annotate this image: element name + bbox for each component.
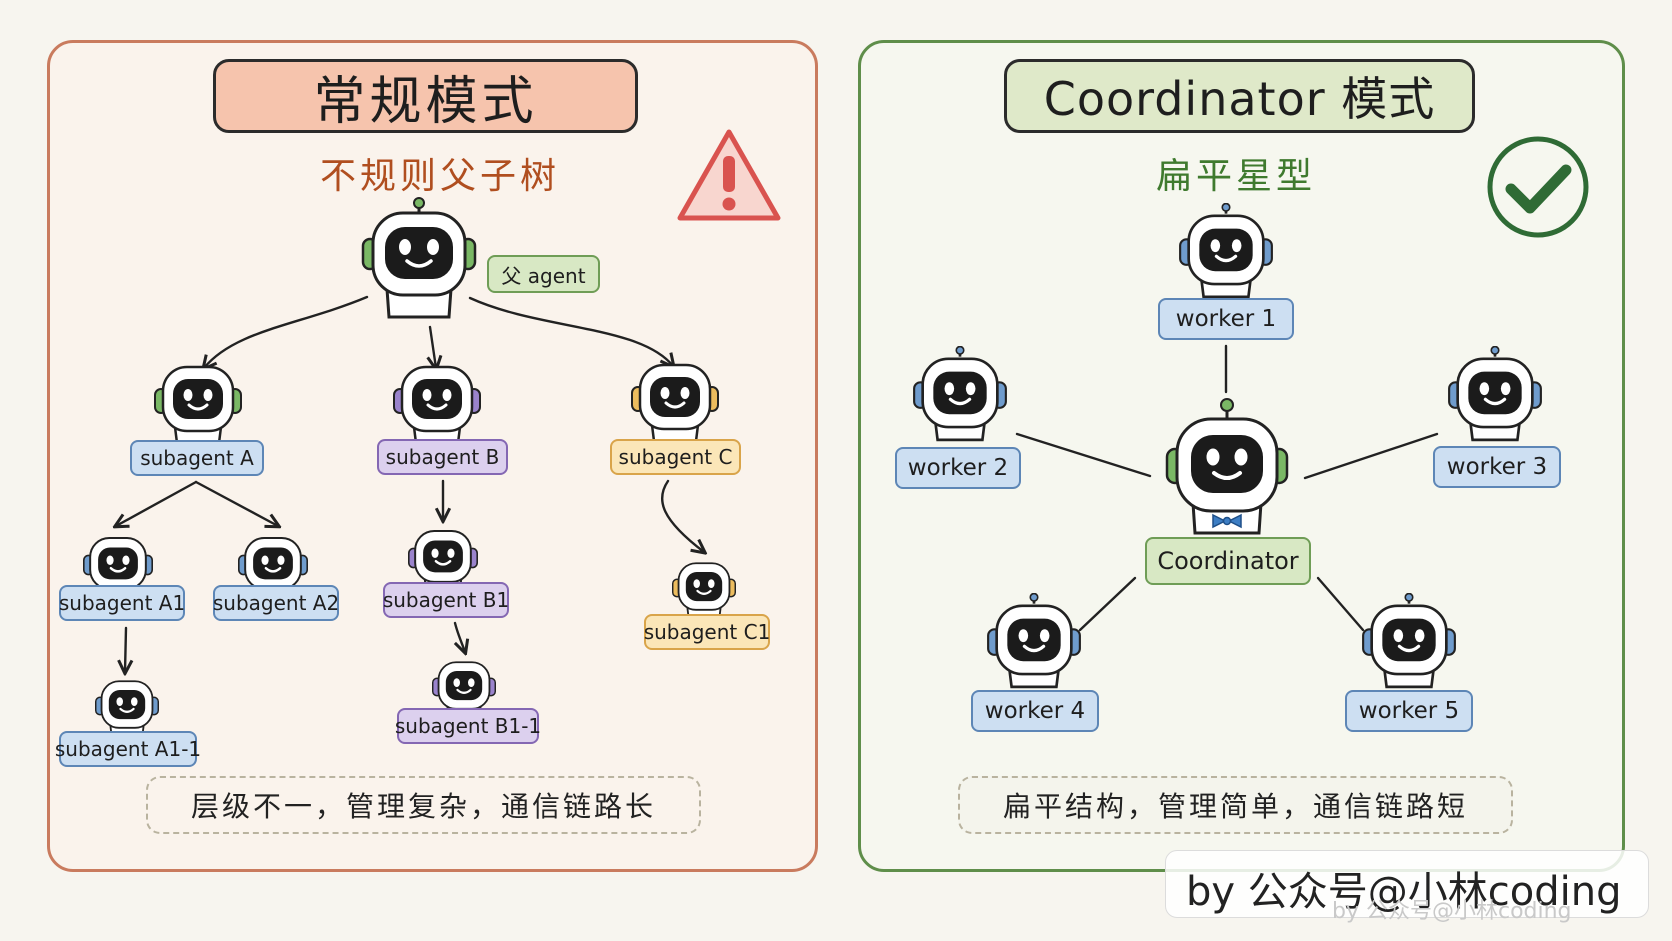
subagent-c1-label: subagent C1 xyxy=(644,614,770,650)
parent-agent-robot-icon xyxy=(361,197,477,319)
worker-5-robot-icon xyxy=(1362,593,1456,689)
coordinator-label: Coordinator xyxy=(1145,537,1311,585)
worker-1-robot-icon xyxy=(1179,203,1273,299)
subagent-a1-1-label: subagent A1-1 xyxy=(55,731,201,767)
subagent-c-robot-icon xyxy=(631,363,719,443)
regular-mode-summary: 层级不一，管理复杂，通信链路长 xyxy=(146,776,701,834)
worker-2-label: worker 2 xyxy=(895,447,1021,489)
regular-mode-title: 常规模式 xyxy=(213,59,638,133)
watermark-text: by 公众号@小林coding xyxy=(1186,869,1622,915)
subagent-c-label: subagent C xyxy=(610,439,741,475)
warning-icon xyxy=(677,129,781,221)
worker-4-robot-icon xyxy=(987,593,1081,689)
check-circle-icon xyxy=(1487,136,1589,238)
worker-5-label: worker 5 xyxy=(1345,690,1473,732)
subagent-b-robot-icon xyxy=(393,365,481,445)
worker-2-robot-icon xyxy=(913,346,1007,442)
coordinator-mode-summary: 扁平结构，管理简单，通信链路短 xyxy=(958,776,1513,834)
subagent-a1-label: subagent A1 xyxy=(59,585,185,621)
subagent-b1-label: subagent B1 xyxy=(383,582,509,618)
coordinator-mode-title: Coordinator 模式 xyxy=(1004,59,1475,133)
coordinator-mode-subtitle: 扁平星型 xyxy=(1155,156,1316,197)
author-watermark: by 公众号@小林coding by 公众号@小林coding xyxy=(1165,850,1649,924)
regular-mode-subtitle: 不规则父子树 xyxy=(319,156,560,197)
coordinator-robot-icon xyxy=(1165,398,1289,535)
watermark-echo-text: by 公众号@小林coding xyxy=(1332,899,1572,924)
subagent-a1-robot-icon xyxy=(83,536,153,600)
worker-1-label: worker 1 xyxy=(1158,298,1294,340)
subagent-a-label: subagent A xyxy=(130,440,264,476)
worker-4-label: worker 4 xyxy=(971,690,1099,732)
subagent-b1-1-label: subagent B1-1 xyxy=(395,708,541,744)
worker-3-label: worker 3 xyxy=(1433,446,1561,488)
parent-agent-label: 父 agent xyxy=(487,255,600,293)
subagent-b-label: subagent B xyxy=(377,439,508,475)
subagent-a-robot-icon xyxy=(154,365,242,445)
subagent-c1-robot-icon xyxy=(672,562,736,620)
worker-3-robot-icon xyxy=(1448,346,1542,442)
subagent-a1-1-robot-icon xyxy=(94,680,159,738)
subagent-a2-label: subagent A2 xyxy=(213,585,339,621)
